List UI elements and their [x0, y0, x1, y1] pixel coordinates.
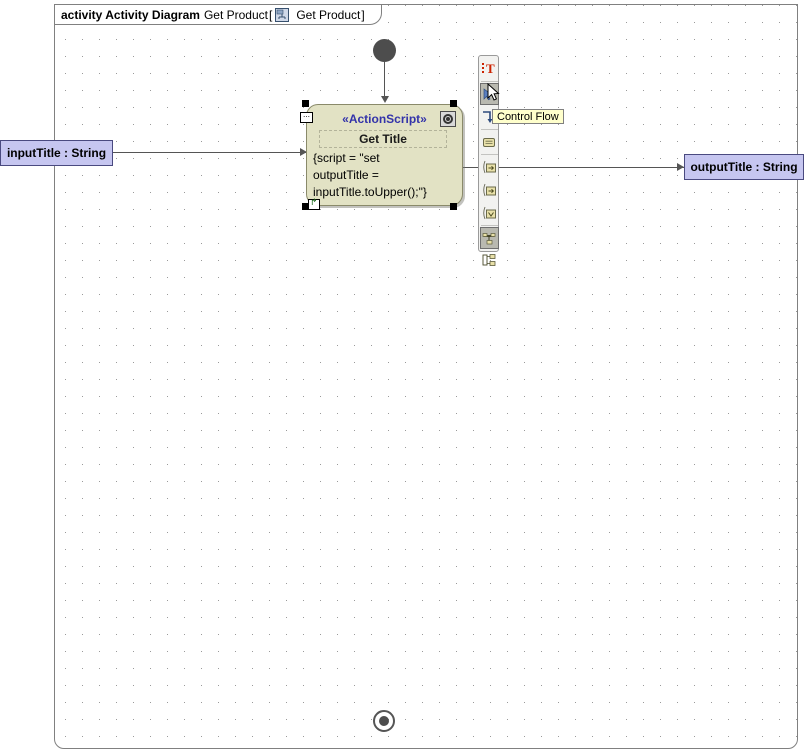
- frame-keyword: activity Activity Diagram: [61, 7, 200, 22]
- action-name-box: Get Title: [319, 130, 447, 148]
- tooltip-text: Control Flow: [497, 111, 559, 123]
- control-flow-icon: [482, 110, 497, 125]
- fork-node-icon: [482, 231, 497, 246]
- frame-bracket-open: [: [268, 7, 273, 22]
- frame-bracket-close: ]: [361, 7, 365, 22]
- activity-final-node[interactable]: [373, 710, 395, 732]
- action-script-line: outputTitle =: [313, 168, 379, 182]
- selection-handle-top-right[interactable]: [450, 100, 457, 107]
- palette-item-output-pin-tool[interactable]: [480, 179, 499, 201]
- palette-separator: [481, 154, 498, 155]
- input-parameter-node[interactable]: inputTitle : String: [0, 140, 113, 166]
- frame-name: Get Product: [203, 7, 268, 22]
- action-stereotype: «ActionScript»: [342, 112, 427, 126]
- structured-node-icon: [482, 253, 497, 268]
- diagram-frame-header[interactable]: activity Activity Diagram Get Product [ …: [54, 4, 382, 25]
- palette-item-input-pin-tool[interactable]: [480, 156, 499, 178]
- palette-separator: [481, 81, 498, 82]
- mouse-cursor: [487, 82, 500, 102]
- selection-handle-bottom-left[interactable]: [302, 203, 309, 210]
- diagram-palette[interactable]: T: [478, 55, 499, 266]
- palette-separator: [481, 129, 498, 130]
- behavior-gear-icon[interactable]: [440, 111, 456, 127]
- input-flow-arrowhead: [300, 148, 307, 156]
- palette-separator: [481, 225, 498, 226]
- selection-handle-top-left[interactable]: [302, 100, 309, 107]
- action-node-icon: [482, 135, 497, 150]
- input-object-flow-edge[interactable]: [113, 152, 306, 153]
- palette-item-value-pin-tool[interactable]: [480, 202, 499, 224]
- output-parameter-label: outputTitle : String: [690, 160, 798, 174]
- action-node-get-title[interactable]: «ActionScript» Get Title {script = "set …: [306, 104, 463, 206]
- palette-item-control-flow-tool[interactable]: [480, 106, 499, 128]
- control-flow-arrowhead: [381, 96, 389, 103]
- activity-diagram-icon: [275, 7, 290, 22]
- control-flow-edge[interactable]: [384, 62, 385, 97]
- action-name: Get Title: [359, 132, 407, 146]
- action-script-line: inputTitle.toUpper();"}: [313, 185, 427, 199]
- output-pin-icon: [482, 183, 497, 198]
- palette-item-fork-node-tool[interactable]: [480, 227, 499, 249]
- palette-item-text-tool[interactable]: T: [480, 58, 499, 80]
- output-parameter-node[interactable]: outputTitle : String: [684, 154, 804, 180]
- palette-item-action-tool[interactable]: [480, 131, 499, 153]
- selection-handle-bottom-right[interactable]: [450, 203, 457, 210]
- input-pin-icon: [482, 160, 497, 175]
- node-corner-action-badge[interactable]: [308, 197, 320, 210]
- output-flow-arrowhead: [677, 163, 684, 171]
- input-parameter-label: inputTitle : String: [6, 146, 107, 160]
- output-object-flow-edge[interactable]: [463, 167, 684, 168]
- node-menu-badge[interactable]: ⋯: [300, 112, 313, 123]
- frame-inner-name: Get Product: [296, 7, 361, 22]
- text-tool-icon: T: [482, 61, 497, 77]
- palette-item-structured-node-tool[interactable]: [480, 250, 499, 270]
- initial-node[interactable]: [373, 39, 396, 62]
- value-pin-icon: [482, 206, 497, 221]
- diagram-frame: [54, 4, 798, 749]
- action-script-body: {script = "set outputTitle = inputTitle.…: [313, 150, 461, 201]
- tooltip-control-flow: Control Flow: [492, 109, 564, 124]
- action-script-line: {script = "set: [313, 151, 380, 165]
